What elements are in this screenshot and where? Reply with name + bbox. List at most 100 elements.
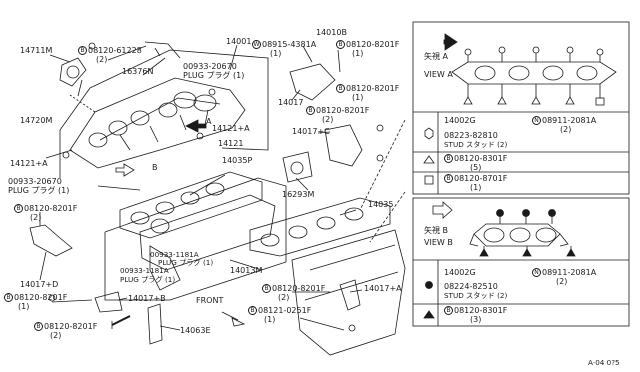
bracket-14017A <box>339 279 361 311</box>
view-b-title-jp: 矢視 B <box>424 226 449 235</box>
label-14035P: 14035P <box>222 156 253 165</box>
bracket-14063E <box>147 303 163 345</box>
engine-block <box>291 229 406 356</box>
label-14017C: 14017+C <box>292 127 330 136</box>
label-00933-20670-top: 00933-20670 <box>183 62 237 71</box>
circle-n-icon: N <box>532 268 541 277</box>
bracket-14017C <box>324 124 363 167</box>
label-14001: 14001 <box>226 37 252 46</box>
circle-b-icon: B <box>444 306 453 315</box>
bracket-14017B <box>94 291 123 313</box>
label-14121: 14121 <box>218 139 244 148</box>
circle-b-icon: B <box>14 204 23 213</box>
view-b-panel <box>412 197 630 327</box>
lower-manifold-box <box>104 177 287 301</box>
view-a-title-jp: 矢視 A <box>424 52 449 61</box>
arrow-b-label: B <box>152 163 158 172</box>
label-14017: 14017 <box>278 98 304 107</box>
view-b-row1-part: 14002G <box>444 268 476 277</box>
gasket-14035P <box>119 171 263 239</box>
label-14063E: 14063E <box>180 326 211 335</box>
circle-b-icon: B <box>248 306 257 315</box>
label-14017A: 14017+A <box>364 284 402 293</box>
view-b-row1-stud: 08224-82510 <box>444 282 498 291</box>
label-plug-1181A-a: PLUG プラグ (1) <box>158 258 214 267</box>
view-b-row1-stud-note: STUD スタッド (2) <box>444 291 508 300</box>
view-b-row2-qty: (3) <box>470 315 482 324</box>
view-a-row1-part: 14002G <box>444 116 476 125</box>
label-14010B: 14010B <box>316 28 347 37</box>
qty-08120-8201F-g: (2) <box>278 293 290 302</box>
front-label: FRONT <box>196 296 224 305</box>
label-14017B: 14017+B <box>128 294 166 303</box>
label-14720M: 14720M <box>20 116 53 125</box>
heat-shield-14711M <box>59 57 87 87</box>
label-14035: 14035 <box>368 200 394 209</box>
circle-b-icon: B <box>34 322 43 331</box>
view-a-row1-ref-qty: (2) <box>560 125 572 134</box>
view-a-row1-stud: 08223-82810 <box>444 131 498 140</box>
qty-08120-8201F-d: (2) <box>30 213 42 222</box>
label-14121A-right: 14121+A <box>212 124 250 133</box>
qty-08120-8201F-e: (1) <box>18 302 30 311</box>
circle-n-icon: N <box>532 116 541 125</box>
label-14121A-left: 14121+A <box>10 159 48 168</box>
circle-b-icon: B <box>78 46 87 55</box>
qty-08120-8201F-a: (1) <box>352 49 364 58</box>
view-a-row3-qty: (1) <box>470 183 482 192</box>
circle-b-icon: B <box>444 154 453 163</box>
view-b-row1-ref-qty: (2) <box>556 277 568 286</box>
label-00933-20670-left: 00933-20670 <box>8 177 62 186</box>
circle-b-icon: B <box>262 284 271 293</box>
circle-w-icon: W <box>252 40 261 49</box>
qty-08120-8201F-f: (2) <box>50 331 62 340</box>
upper-manifold-box-left <box>59 87 91 178</box>
upper-manifold-box <box>89 49 269 151</box>
view-a-title-en: VIEW A <box>424 70 453 79</box>
circle-b-icon: B <box>336 84 345 93</box>
circle-b-icon: B <box>4 293 13 302</box>
label-plug-top: PLUG プラグ (1) <box>183 71 245 80</box>
gasket-14035 <box>249 197 391 257</box>
qty-08915-4381A: (1) <box>270 49 282 58</box>
view-a-row2-qty: (5) <box>470 163 482 172</box>
label-16293M: 16293M <box>282 190 315 199</box>
view-a-row1-stud-note: STUD スタッド (2) <box>444 140 508 149</box>
view-a-panel <box>412 21 630 195</box>
label-00933-1181A-b: 00933-1181A <box>120 266 169 275</box>
footer-code: A·04 0?5 <box>588 358 620 367</box>
view-a-flange <box>451 61 617 85</box>
qty-08120-8201F-c: (2) <box>322 115 334 124</box>
bracket-14017D <box>29 224 73 257</box>
qty-08120-61228: (2) <box>96 55 108 64</box>
label-plug-1181A-b: PLUG プラグ (1) <box>120 275 176 284</box>
label-16376N: 16376N <box>122 67 154 76</box>
circle-b-icon: B <box>444 174 453 183</box>
exhaust-manifold-lower <box>139 194 276 271</box>
qty-08120-8201F-b: (1) <box>352 93 364 102</box>
label-14711M: 14711M <box>20 46 53 55</box>
label-00933-1181A-a: 00933-1181A <box>150 250 199 259</box>
circle-b-icon: B <box>336 40 345 49</box>
label-14017D: 14017+D <box>20 280 59 289</box>
circle-b-icon: B <box>306 106 315 115</box>
view-b-title-en: VIEW B <box>424 238 453 247</box>
gasket-16293M <box>282 151 313 183</box>
arrow-a-label: A <box>206 117 212 126</box>
